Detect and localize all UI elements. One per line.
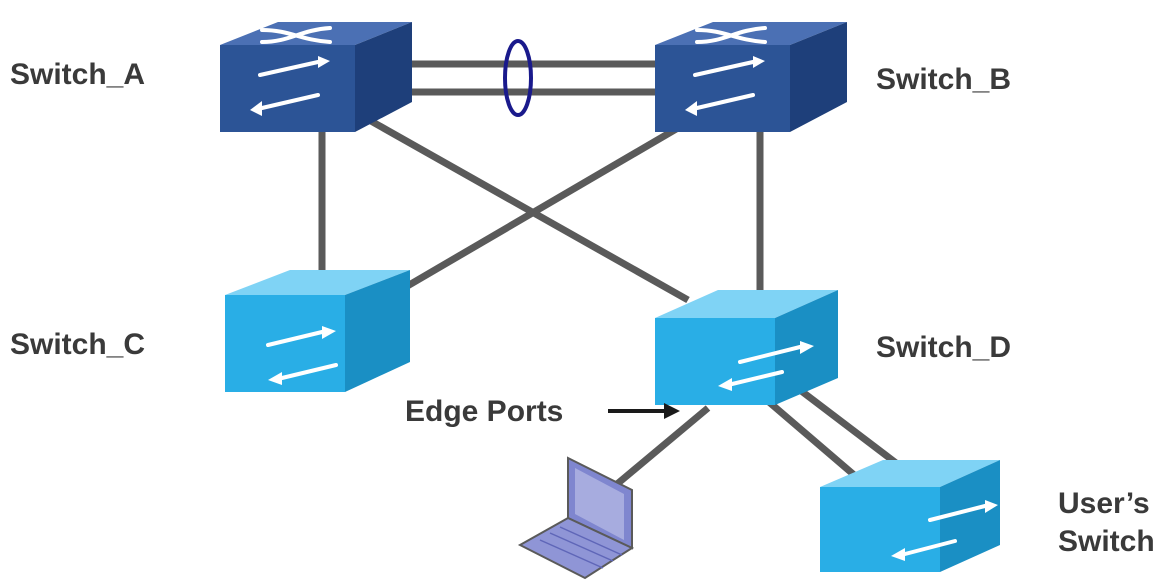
label-users-switch-line2: Switch bbox=[1058, 524, 1155, 558]
label-switch-b: Switch_B bbox=[876, 63, 1012, 96]
label-users-switch: User’s Switch bbox=[1058, 485, 1174, 560]
users-switch-icon bbox=[820, 460, 1000, 572]
label-switch-c: Switch_C bbox=[10, 328, 146, 361]
switch-b-icon bbox=[655, 22, 847, 132]
links bbox=[318, 108, 903, 503]
link-d-user-switch-1 bbox=[759, 393, 863, 483]
bundle-links-a-b bbox=[400, 60, 665, 96]
link-b-c bbox=[390, 114, 697, 299]
laptop-icon bbox=[517, 456, 635, 580]
link-d-user-switch-2 bbox=[797, 387, 903, 469]
label-switch-a: Switch_A bbox=[10, 58, 146, 91]
label-users-switch-line1: User’s bbox=[1058, 487, 1150, 520]
edge-ports-arrow bbox=[608, 403, 680, 419]
link-a-d bbox=[353, 108, 690, 304]
label-switch-d: Switch_D bbox=[876, 331, 1012, 364]
link-aggregation-ring bbox=[503, 39, 533, 117]
switch-a-icon bbox=[220, 22, 412, 132]
switch-d-icon bbox=[655, 290, 838, 405]
switch-c-icon bbox=[225, 270, 410, 392]
label-edge-ports: Edge Ports bbox=[405, 395, 564, 428]
